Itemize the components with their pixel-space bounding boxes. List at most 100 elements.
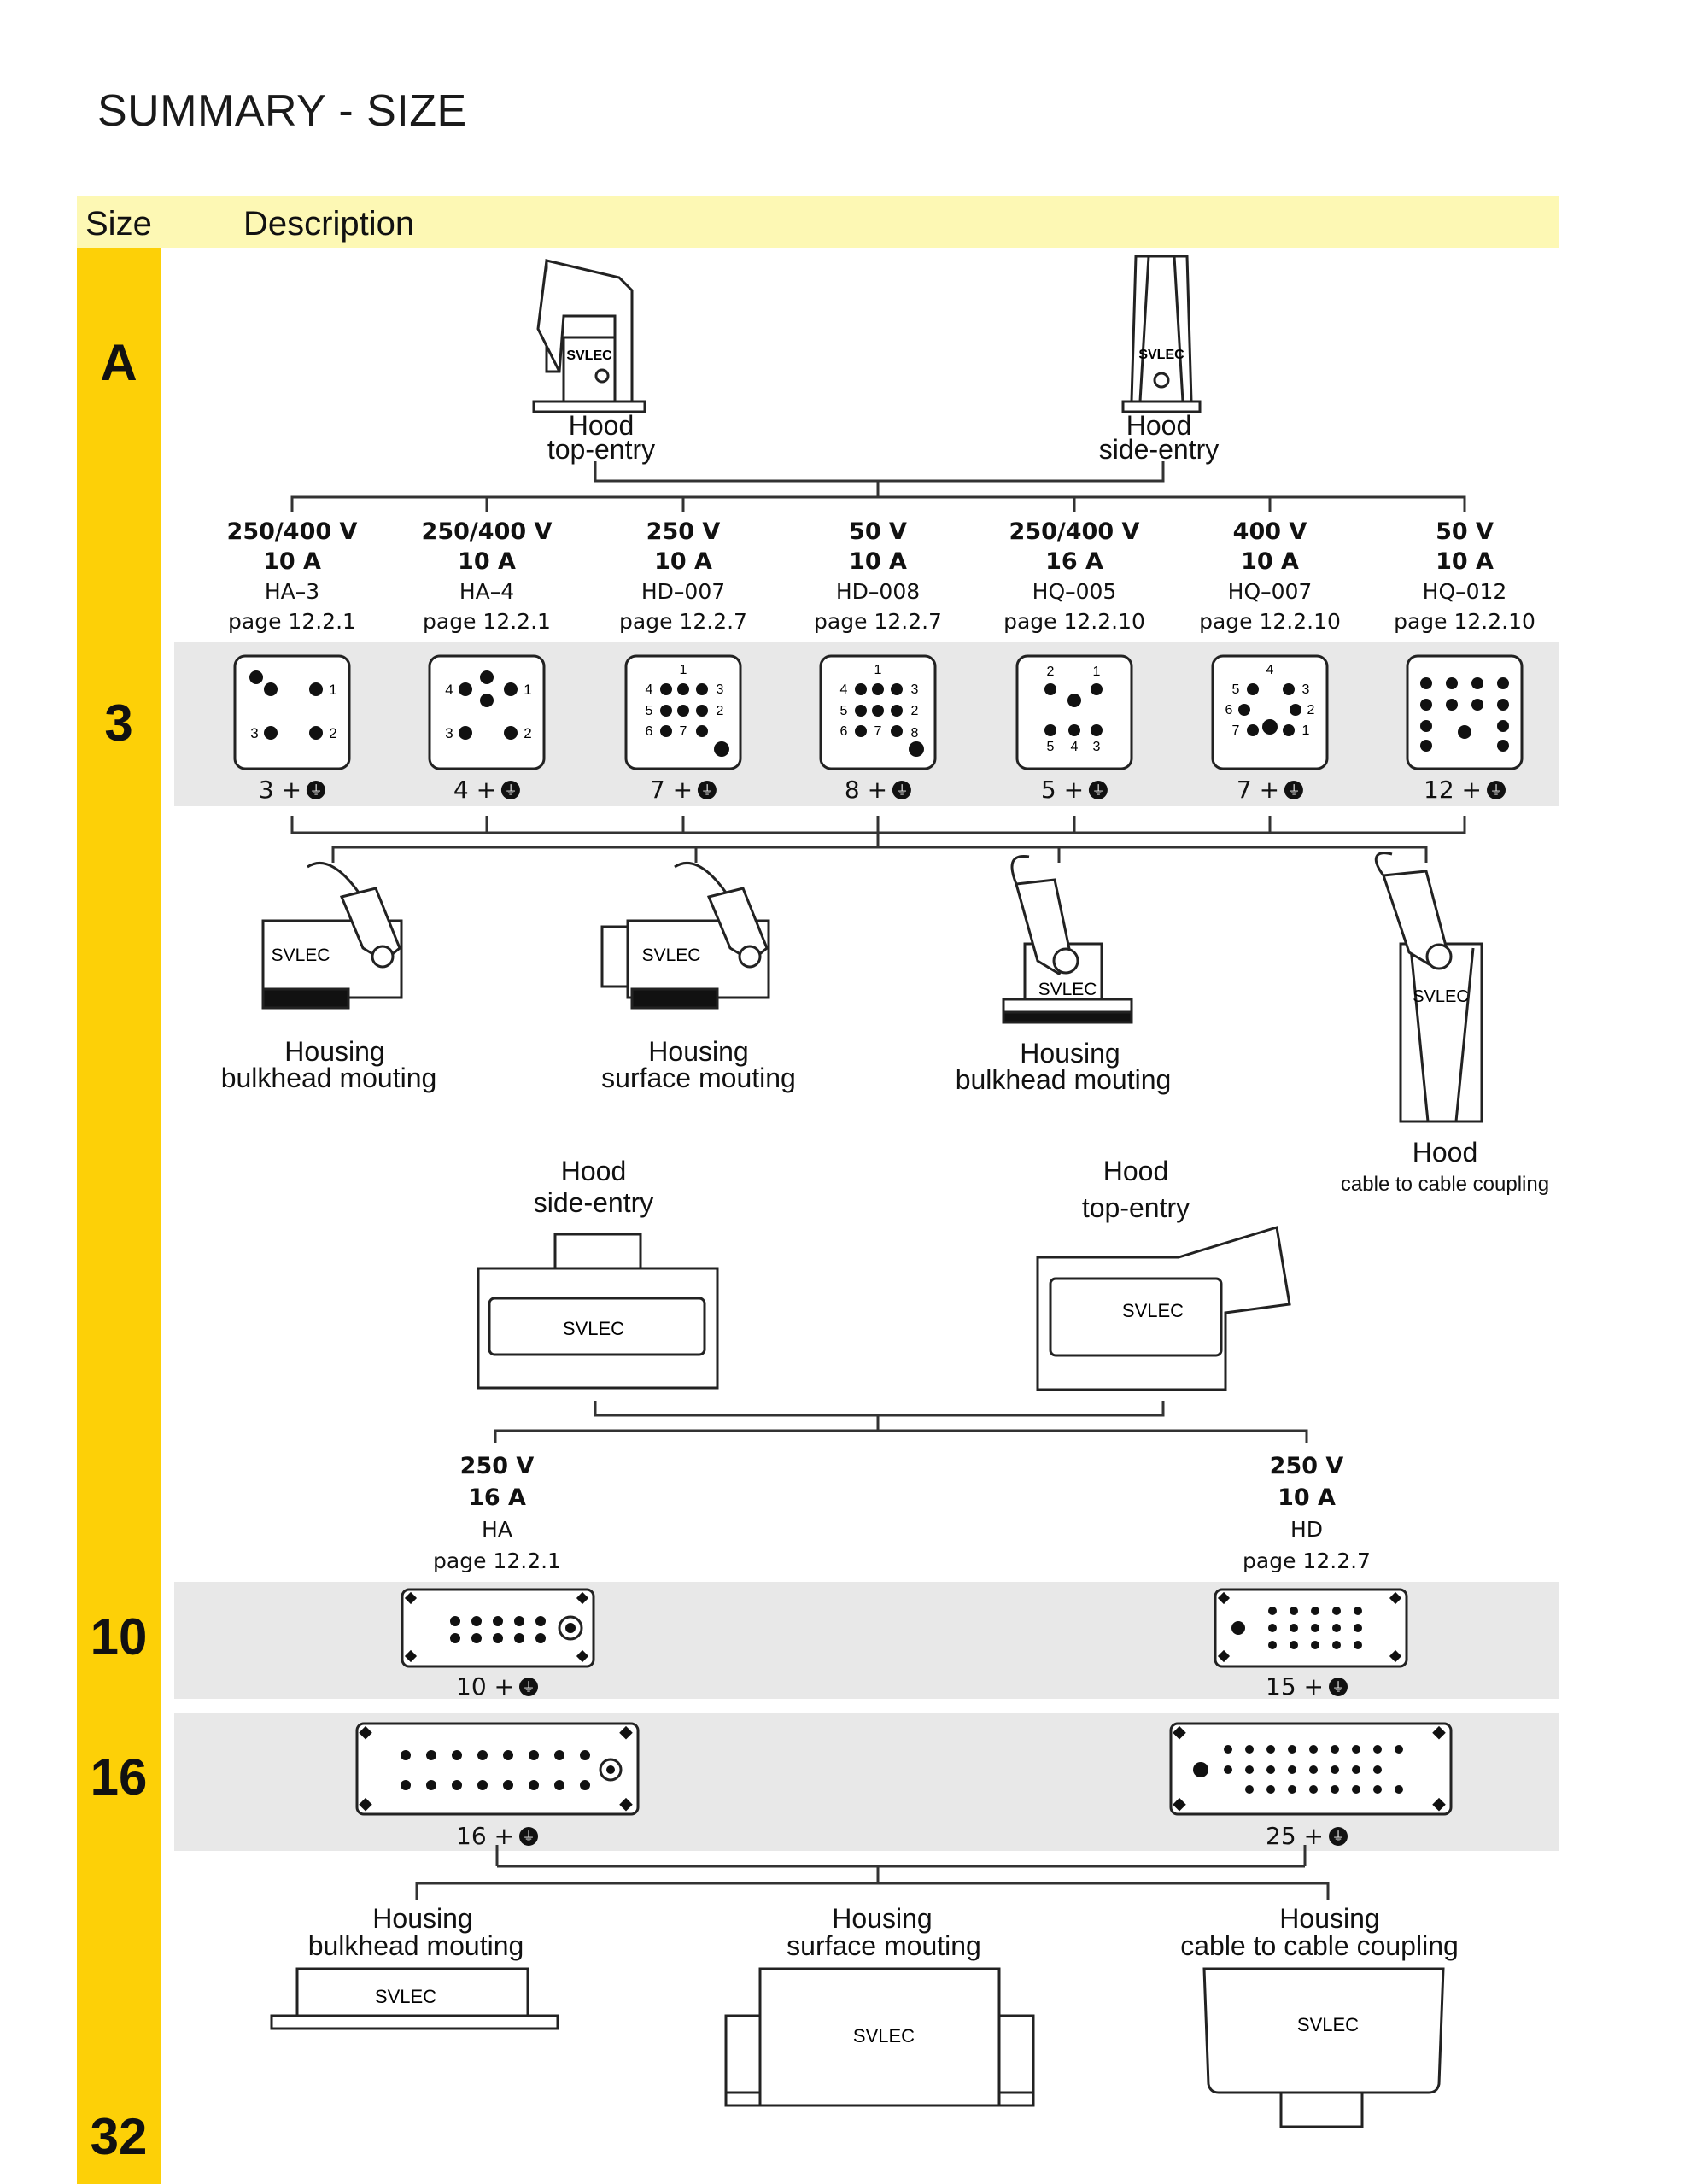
insert-face-ha16 bbox=[355, 1722, 640, 1816]
insert-code: HA–4 bbox=[459, 579, 515, 604]
page-title: SUMMARY - SIZE bbox=[97, 86, 467, 136]
insert-code: HQ–005 bbox=[1032, 579, 1117, 604]
count-text: 8 + bbox=[844, 776, 888, 804]
hood-top-entry-label-1: Hood bbox=[568, 410, 635, 441]
svg-text:4: 4 bbox=[840, 682, 848, 697]
svg-text:7: 7 bbox=[680, 724, 687, 739]
insert-face-ha10 bbox=[401, 1588, 595, 1668]
brand-label: SVLEC bbox=[563, 1318, 624, 1339]
header-size: Size bbox=[85, 205, 152, 243]
hood-side-entry-label-1: Hood bbox=[1126, 410, 1192, 441]
insert-code: HA bbox=[482, 1517, 512, 1542]
page-ref: page 12.2.1 bbox=[228, 609, 356, 634]
contact-count-hd008: 8 +⏚ bbox=[844, 776, 912, 804]
insert-face-ha3: 123 bbox=[233, 654, 351, 770]
svg-text:7: 7 bbox=[874, 724, 882, 739]
housing-b-label-2a: Housing bbox=[832, 1903, 933, 1934]
page-ref: page 12.2.1 bbox=[423, 609, 551, 634]
hood-cable-coupling-drawing: SVLEC bbox=[1374, 852, 1483, 1123]
svg-text:3: 3 bbox=[717, 682, 724, 697]
brand-label: SVLEC bbox=[1138, 348, 1184, 362]
hood-b-side-entry-drawing: SVLEC bbox=[477, 1233, 719, 1390]
svg-text:1: 1 bbox=[1302, 723, 1310, 738]
current: 10 A bbox=[1278, 1484, 1336, 1511]
contact-count-hq012: 12 + ⏚ bbox=[1424, 776, 1506, 804]
voltage: 400 V bbox=[1232, 518, 1307, 545]
size-column bbox=[77, 248, 161, 2184]
svg-text:5: 5 bbox=[646, 704, 653, 718]
voltage: 250 V bbox=[646, 518, 721, 545]
insert-face-hq012 bbox=[1406, 654, 1524, 770]
ground-icon: ⏚ bbox=[1329, 1677, 1348, 1696]
insert-spec-hd007: 250 V 10 A HD–007 page 12.2.7 bbox=[619, 517, 747, 636]
page-ref: page 12.2.10 bbox=[1003, 609, 1145, 634]
insert-face-hd25 bbox=[1169, 1722, 1453, 1816]
svg-text:5: 5 bbox=[1232, 682, 1240, 697]
housing-label-2a: Housing bbox=[648, 1036, 749, 1067]
count-text: 15 + bbox=[1266, 1672, 1324, 1701]
svg-text:5: 5 bbox=[1047, 740, 1055, 754]
count-text: 12 + bbox=[1424, 776, 1482, 804]
count-text: 4 + bbox=[453, 776, 497, 804]
svg-text:1: 1 bbox=[874, 663, 882, 677]
svg-text:2: 2 bbox=[524, 725, 531, 741]
svg-text:1: 1 bbox=[680, 663, 687, 677]
ground-icon: ⏚ bbox=[519, 1826, 538, 1846]
svg-text:3: 3 bbox=[445, 725, 453, 741]
housing-label-3a: Housing bbox=[1020, 1038, 1120, 1069]
housing-b-label-1b: bulkhead mouting bbox=[307, 1930, 524, 1961]
count-text: 25 + bbox=[1266, 1822, 1324, 1850]
svg-text:3: 3 bbox=[911, 682, 919, 697]
housing-label-1b: bulkhead mouting bbox=[220, 1063, 437, 1093]
brand-label: SVLEC bbox=[566, 348, 612, 363]
insert-code: HD bbox=[1290, 1517, 1324, 1542]
count-text: 7 + bbox=[1236, 776, 1280, 804]
svg-text:4: 4 bbox=[646, 682, 653, 697]
insert-spec-hq005: 250/400 V 16 A HQ–005 page 12.2.10 bbox=[1003, 517, 1145, 636]
svg-text:3: 3 bbox=[1093, 740, 1101, 754]
housing-b-label-2b: surface mouting bbox=[787, 1930, 981, 1961]
housing-b-label-3b: cable to cable coupling bbox=[1180, 1930, 1459, 1961]
ground-icon: ⏚ bbox=[1487, 780, 1506, 799]
contact-count-hq005: 5 +⏚ bbox=[1041, 776, 1108, 804]
svg-text:5: 5 bbox=[840, 704, 848, 718]
hood-cable-coupling-label-1: Hood bbox=[1412, 1137, 1478, 1168]
ground-icon: ⏚ bbox=[1329, 1826, 1348, 1846]
svg-text:8: 8 bbox=[911, 726, 919, 741]
housing-b-label-3a: Housing bbox=[1279, 1903, 1380, 1934]
brand-label: SVLEC bbox=[1122, 1300, 1184, 1321]
count-text: 7 + bbox=[649, 776, 693, 804]
svg-text:6: 6 bbox=[646, 724, 653, 739]
contact-count-hd25: 25 +⏚ bbox=[1266, 1822, 1348, 1850]
size-label-10: 10 bbox=[90, 1608, 148, 1666]
housing-surface-drawing: SVLEC bbox=[600, 861, 770, 1010]
current: 10 A bbox=[1436, 548, 1494, 575]
page-ref: page 12.2.7 bbox=[814, 609, 942, 634]
contact-count-hd007: 7 +⏚ bbox=[650, 776, 717, 804]
contact-count-ha4: 4 +⏚ bbox=[453, 776, 521, 804]
hood-b-top-entry-drawing: SVLEC bbox=[1036, 1226, 1291, 1391]
size-label-a: A bbox=[100, 334, 137, 391]
housing-label-3b: bulkhead mouting bbox=[955, 1064, 1172, 1095]
size-label-3: 3 bbox=[104, 694, 133, 752]
current: 16 A bbox=[468, 1484, 526, 1511]
housing-b-surface-drawing: SVLEC bbox=[724, 1967, 1035, 2107]
insert-code: HA–3 bbox=[264, 579, 320, 604]
svg-text:6: 6 bbox=[840, 724, 848, 739]
current: 10 A bbox=[263, 548, 321, 575]
page-ref: page 12.2.7 bbox=[619, 609, 747, 634]
voltage: 250/400 V bbox=[421, 518, 553, 545]
ground-icon: ⏚ bbox=[519, 1677, 538, 1696]
current: 10 A bbox=[458, 548, 516, 575]
ground-icon: ⏚ bbox=[1089, 780, 1108, 799]
brand-label: SVLEC bbox=[1413, 987, 1469, 1006]
svg-text:2: 2 bbox=[1047, 665, 1055, 679]
page-ref: page 12.2.7 bbox=[1243, 1549, 1371, 1573]
svg-text:7: 7 bbox=[1232, 723, 1240, 738]
brand-label: SVLEC bbox=[642, 946, 701, 965]
insert-spec-hq007: 400 V 10 A HQ–007 page 12.2.10 bbox=[1199, 517, 1341, 636]
insert-code: HQ–012 bbox=[1422, 579, 1507, 604]
